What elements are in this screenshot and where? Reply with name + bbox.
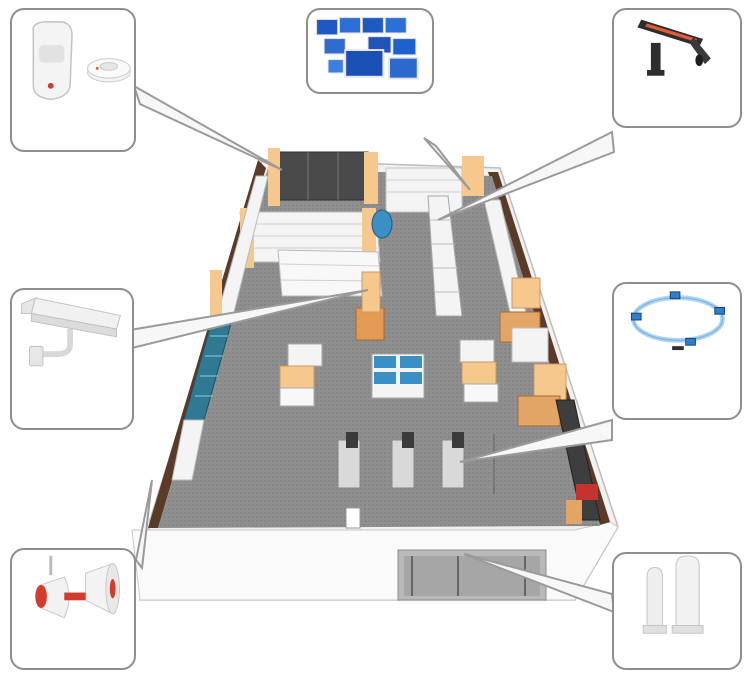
callout-network [612, 282, 742, 420]
callout-payment-terminal [612, 8, 742, 128]
monitoring-screens-icon [308, 10, 432, 92]
card-payment-terminal-icon [614, 10, 740, 126]
pa-horn-speaker-icon [12, 550, 134, 668]
motion-sensor-and-smoke-detector-icon [12, 10, 134, 150]
network-ring-icon [614, 284, 740, 418]
callout-cctv-camera [10, 288, 134, 430]
callout-alarm-sensors [10, 8, 136, 152]
callout-pa-speaker [10, 548, 136, 670]
glass-display-case [372, 354, 424, 398]
display-table-right [460, 340, 498, 402]
callout-monitoring [306, 8, 434, 94]
eas-security-gate-icon [614, 554, 740, 668]
callout-security-gates [612, 552, 742, 670]
cctv-camera-icon [12, 290, 132, 428]
